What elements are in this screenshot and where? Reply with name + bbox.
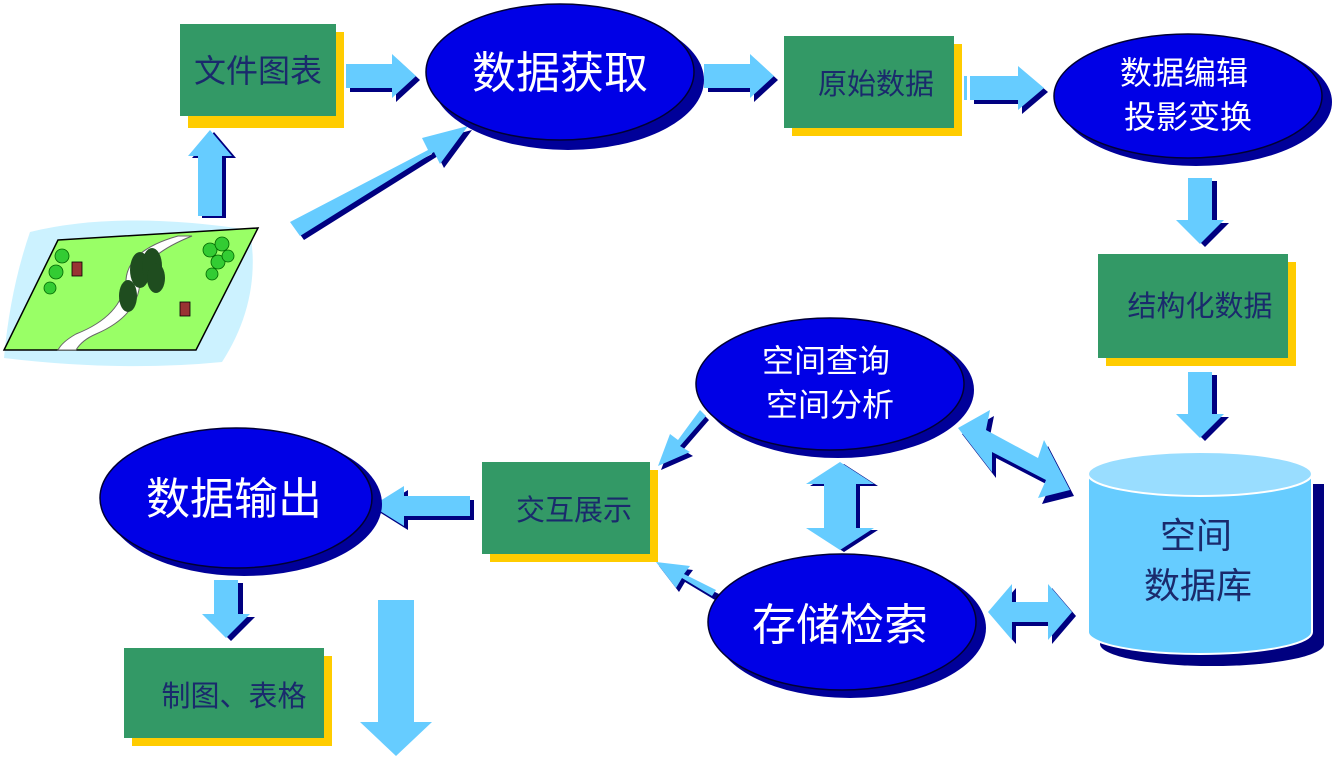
data-output-label: 数据输出 [146, 474, 322, 525]
spatial-database-cylinder: 空间 数据库 [1087, 451, 1324, 666]
ellipse-storage-retrieval: 存储检索 [707, 553, 986, 698]
spatial-db-line2: 数据库 [1144, 566, 1252, 607]
arrow-query-db-bidirectional [958, 410, 1074, 504]
ellipse-spatial-query: 空间查询 空间分析 [695, 317, 974, 458]
spatial-query-line1: 空间查询 [762, 342, 890, 380]
ellipse-data-edit: 数据编辑 投影变换 [1053, 33, 1332, 166]
spatial-db-line1: 空间 [1160, 516, 1232, 557]
structured-data-label: 结构化数据 [1127, 289, 1272, 323]
arrow-query-storage-bidirectional [806, 462, 878, 552]
file-chart-label: 文件图表 [194, 52, 322, 90]
data-acquisition-label: 数据获取 [472, 48, 648, 99]
box-interactive-display: 交互展示 [482, 462, 658, 562]
box-mapping-tables: 制图、表格 [124, 648, 332, 746]
landscape-map-icon [2, 220, 260, 367]
arrow-storage-to-display [656, 562, 719, 600]
arrow-structured-to-db [1176, 372, 1229, 441]
raw-data-label: 原始数据 [818, 67, 934, 101]
arrow-output-to-mapping [202, 580, 255, 641]
interactive-display-label: 交互展示 [516, 493, 632, 527]
arrow-map-to-filechart [188, 130, 236, 218]
arrow-file-to-acquisition [340, 54, 420, 102]
box-file-chart: 文件图表 [180, 24, 344, 128]
arrow-edit-to-structured [1176, 178, 1229, 247]
arrow-display-to-output [372, 486, 474, 530]
data-edit-line2: 投影变换 [1124, 98, 1252, 136]
arrow-map-to-acquisition [290, 126, 472, 240]
box-structured-data: 结构化数据 [1098, 254, 1296, 366]
data-edit-line1: 数据编辑 [1120, 54, 1248, 92]
arrow-query-to-display [658, 410, 709, 470]
arrow-rawdata-to-edit [964, 66, 1048, 114]
ellipse-data-acquisition: 数据获取 [425, 3, 704, 150]
arrow-acquisition-to-rawdata [698, 54, 778, 102]
ellipse-data-output: 数据输出 [99, 427, 382, 576]
spatial-query-line2: 空间分析 [766, 386, 894, 424]
arrow-output-down-large [360, 600, 432, 756]
mapping-tables-label: 制图、表格 [161, 679, 306, 713]
arrows [188, 54, 1229, 756]
box-raw-data: 原始数据 [784, 36, 962, 136]
storage-retrieval-label: 存储检索 [752, 600, 928, 651]
arrow-storage-db-bidirectional [988, 584, 1076, 644]
